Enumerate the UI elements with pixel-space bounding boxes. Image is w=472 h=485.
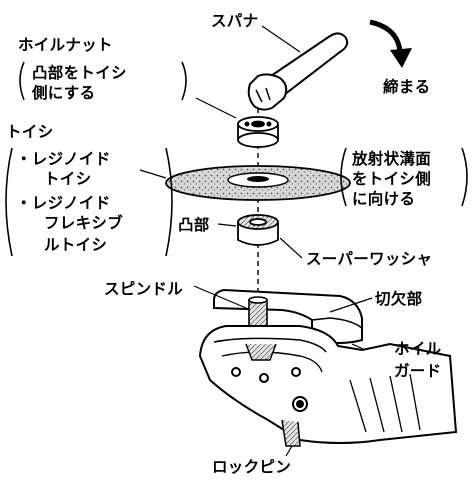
leader-washer [279, 237, 303, 259]
label-nut-note-2: 側にする [32, 84, 96, 102]
label-boss: 凸部 [178, 216, 210, 234]
leader-wheel-nut [195, 97, 237, 119]
brackets [5, 61, 468, 257]
leader-boss [217, 223, 237, 227]
tighten-arrow [369, 19, 412, 68]
label-wheel-item-1a: ・レジノイド [16, 150, 111, 168]
label-radial-note-2: をトイシ側 [352, 170, 432, 188]
label-spindle: スピンドル [104, 280, 184, 298]
label-cutout: 切欠部 [375, 290, 423, 308]
spindle [248, 296, 268, 327]
label-radial-note-1: 放射状溝面 [352, 150, 432, 168]
label-tighten: 締まる [383, 78, 431, 96]
wheel-nut [237, 116, 279, 148]
label-wheel-item-2b: フレキシブ [44, 214, 124, 232]
label-radial-note-3: に向ける [352, 190, 416, 208]
spanner [247, 32, 349, 111]
label-lock-pin: ロックピン [212, 458, 292, 476]
grinder-body [198, 325, 458, 447]
leader-spindle [193, 285, 247, 309]
label-wheel-item-2a: ・レジノイド [16, 194, 111, 212]
label-spanner: スパナ [211, 12, 259, 30]
grinding-wheel [165, 165, 351, 201]
label-nut-note-1: 凸部をトイシ [32, 64, 127, 82]
label-wheel-item-2c: ルトイシ [44, 236, 108, 254]
leader-spanner [261, 25, 301, 53]
super-washer [237, 214, 279, 246]
label-super-washer: スーパーワッシャ [306, 250, 433, 268]
leader-wheel [139, 169, 167, 179]
label-wheel: トイシ [6, 123, 54, 141]
leader-lock-pin [285, 445, 293, 457]
label-wheel-nut: ホイルナット [18, 36, 113, 54]
label-wheel-item-1b: トイシ [44, 170, 92, 188]
label-wheel-guard-2: ガード [394, 362, 442, 380]
label-wheel-guard-1: ホイル [394, 340, 442, 358]
leader-cutout [329, 297, 373, 313]
